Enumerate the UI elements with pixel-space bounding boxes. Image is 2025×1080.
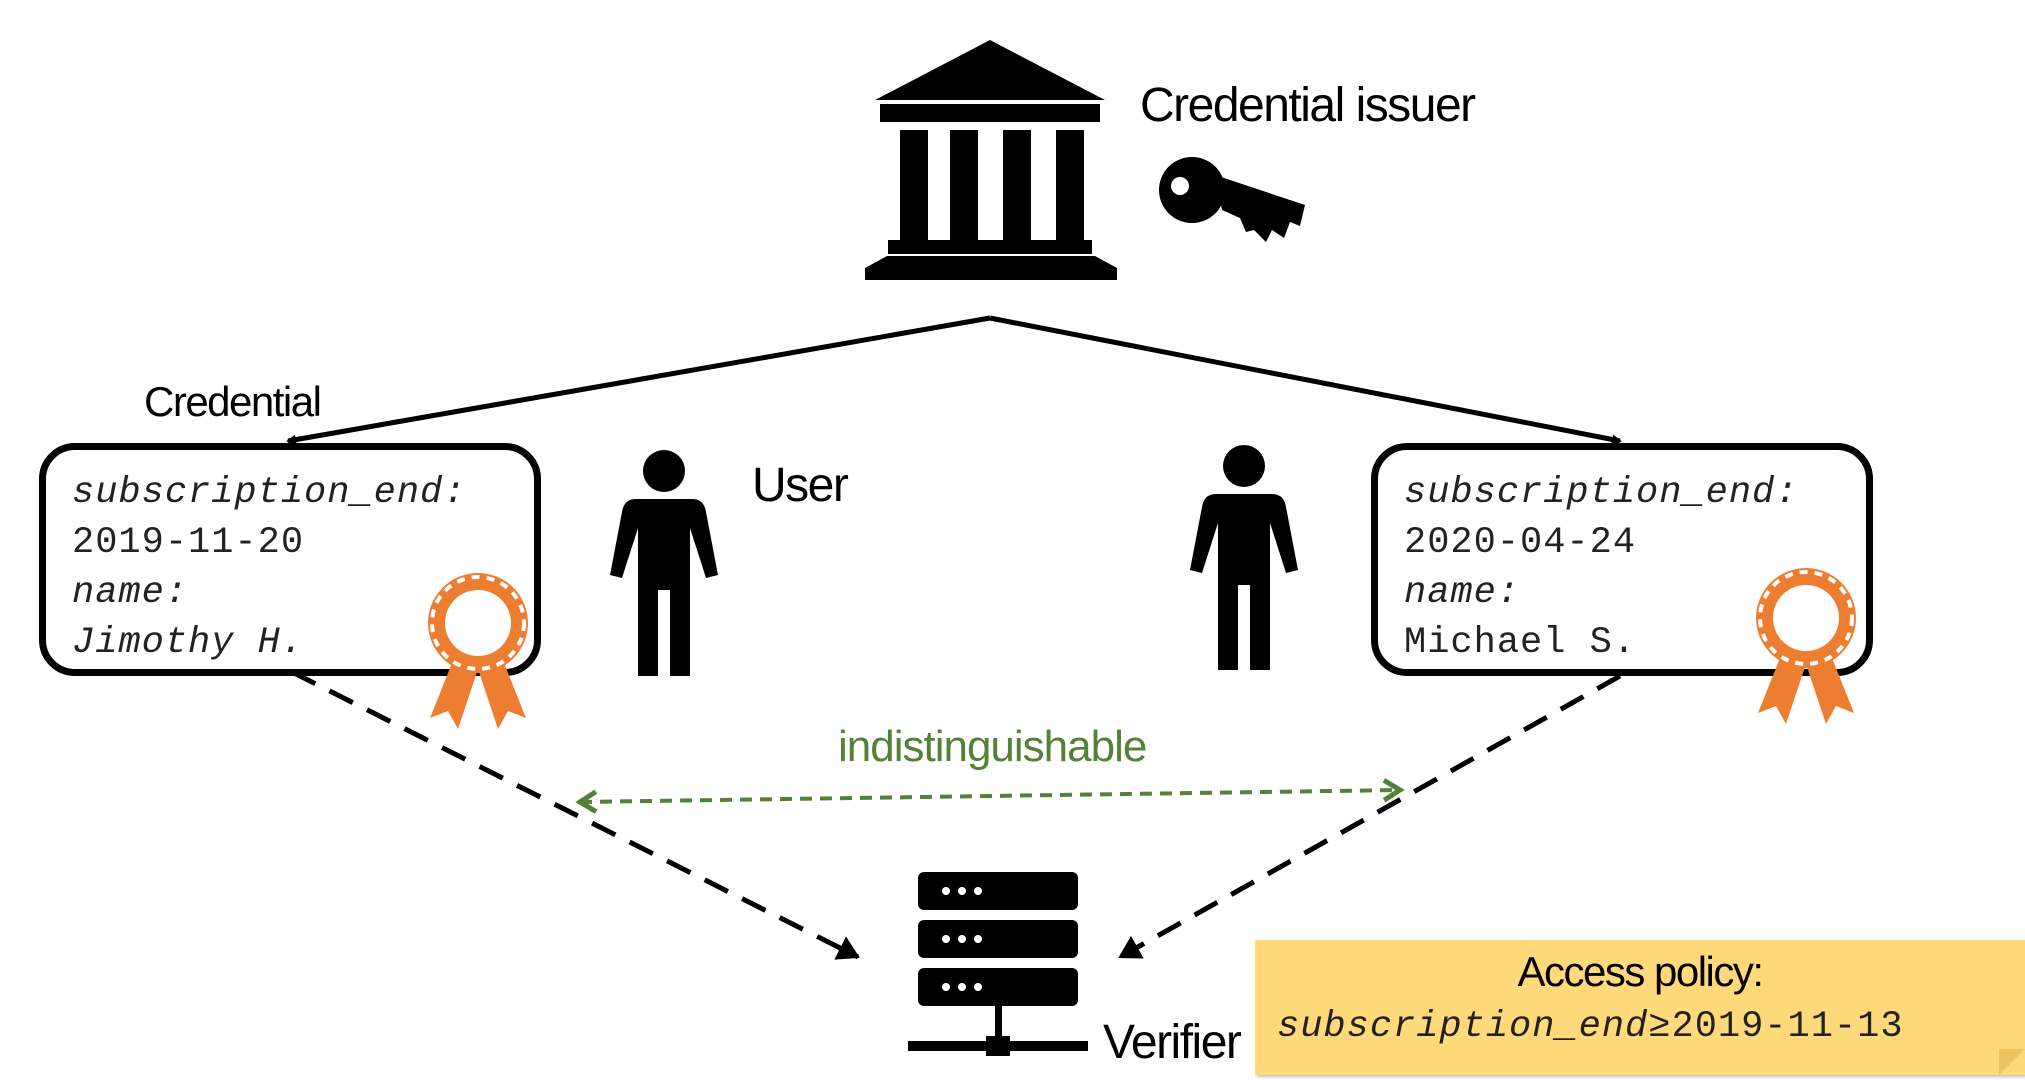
credential-label: Credential <box>144 378 322 425</box>
access-policy-note: Access policy: subscription_end≥2019-11-… <box>1255 940 2025 1075</box>
policy-expression: subscription_end≥2019-11-13 <box>1277 1006 1904 1048</box>
policy-title: Access policy: <box>1517 948 1764 995</box>
present-arrow-right <box>1118 673 1622 960</box>
policy-operator: ≥ <box>1648 1006 1672 1048</box>
policy-attribute: subscription_end <box>1277 1006 1649 1048</box>
server-icon <box>908 872 1088 1056</box>
issue-arrow-right <box>989 315 1622 445</box>
credential-value: 2019-11-20 <box>72 522 305 564</box>
issuer-label: Credential issuer <box>1140 79 1476 132</box>
credential-key: subscription_end: <box>72 472 467 514</box>
policy-value: 2019-11-13 <box>1671 1006 1904 1048</box>
note-fold <box>1999 1049 2025 1075</box>
credential-card-right: subscription_end: 2020-04-24 name: Micha… <box>1371 443 1873 676</box>
bank-icon <box>865 40 1117 280</box>
present-arrow-left <box>290 669 860 960</box>
credential-value: Michael S. <box>1404 622 1637 664</box>
credential-value: Jimothy H. <box>72 622 305 664</box>
indistinguishable-label: indistinguishable <box>838 722 1147 771</box>
credential-key: name: <box>72 572 189 614</box>
key-icon <box>1159 157 1305 242</box>
issue-arrow-left <box>286 315 991 445</box>
user-label: User <box>752 459 849 512</box>
credential-value: 2020-04-24 <box>1404 522 1637 564</box>
credential-key: name: <box>1404 572 1521 614</box>
person-icon <box>1190 445 1298 670</box>
indistinguishable-arrow <box>575 778 1405 814</box>
credential-key: subscription_end: <box>1404 472 1799 514</box>
person-icon <box>610 450 718 676</box>
verifier-label: Verifier <box>1103 1016 1242 1069</box>
credential-card-left: subscription_end: 2019-11-20 name: Jimot… <box>39 443 541 676</box>
